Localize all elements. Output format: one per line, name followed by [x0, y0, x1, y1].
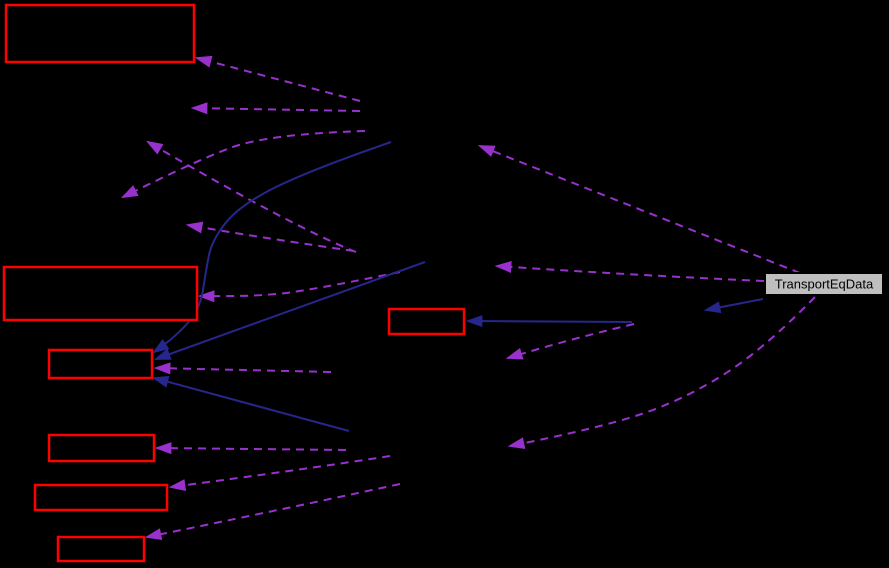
edge-usage-13	[477, 145, 801, 274]
edge-usage-4	[145, 140, 357, 253]
graph-node-6[interactable]	[33, 483, 169, 512]
graph-node-transporteqdata: TransportEqData	[764, 272, 884, 296]
edge-usage-5	[185, 221, 355, 252]
edge-usage-10	[144, 483, 401, 541]
highlight-node-label: TransportEqData	[775, 277, 874, 292]
edge-usage-12	[507, 296, 816, 450]
graph-node-2[interactable]	[2, 265, 199, 322]
graph-node-1[interactable]	[4, 3, 196, 64]
edge-usage-1	[194, 55, 361, 102]
edge-usage-2	[190, 102, 361, 115]
edge-usage-8	[154, 442, 347, 455]
edge-usage-11	[494, 260, 765, 282]
edge-inherit-2	[153, 261, 426, 360]
edge-inherit-3	[151, 375, 350, 432]
graph-node-3[interactable]	[47, 348, 154, 380]
edge-usage-9	[168, 455, 391, 492]
highlight-node-box	[764, 272, 884, 296]
edge-usage-6	[197, 271, 401, 303]
graph-node-5[interactable]	[47, 433, 156, 463]
edge-inherit-5	[703, 298, 764, 314]
graph-node-4[interactable]	[387, 307, 466, 336]
edge-inherit-1	[152, 141, 392, 354]
edge-inherit-4	[465, 315, 633, 328]
edge-usage-14	[505, 323, 635, 360]
edge-usage-7	[153, 362, 332, 375]
graph-node-7[interactable]	[56, 535, 146, 563]
